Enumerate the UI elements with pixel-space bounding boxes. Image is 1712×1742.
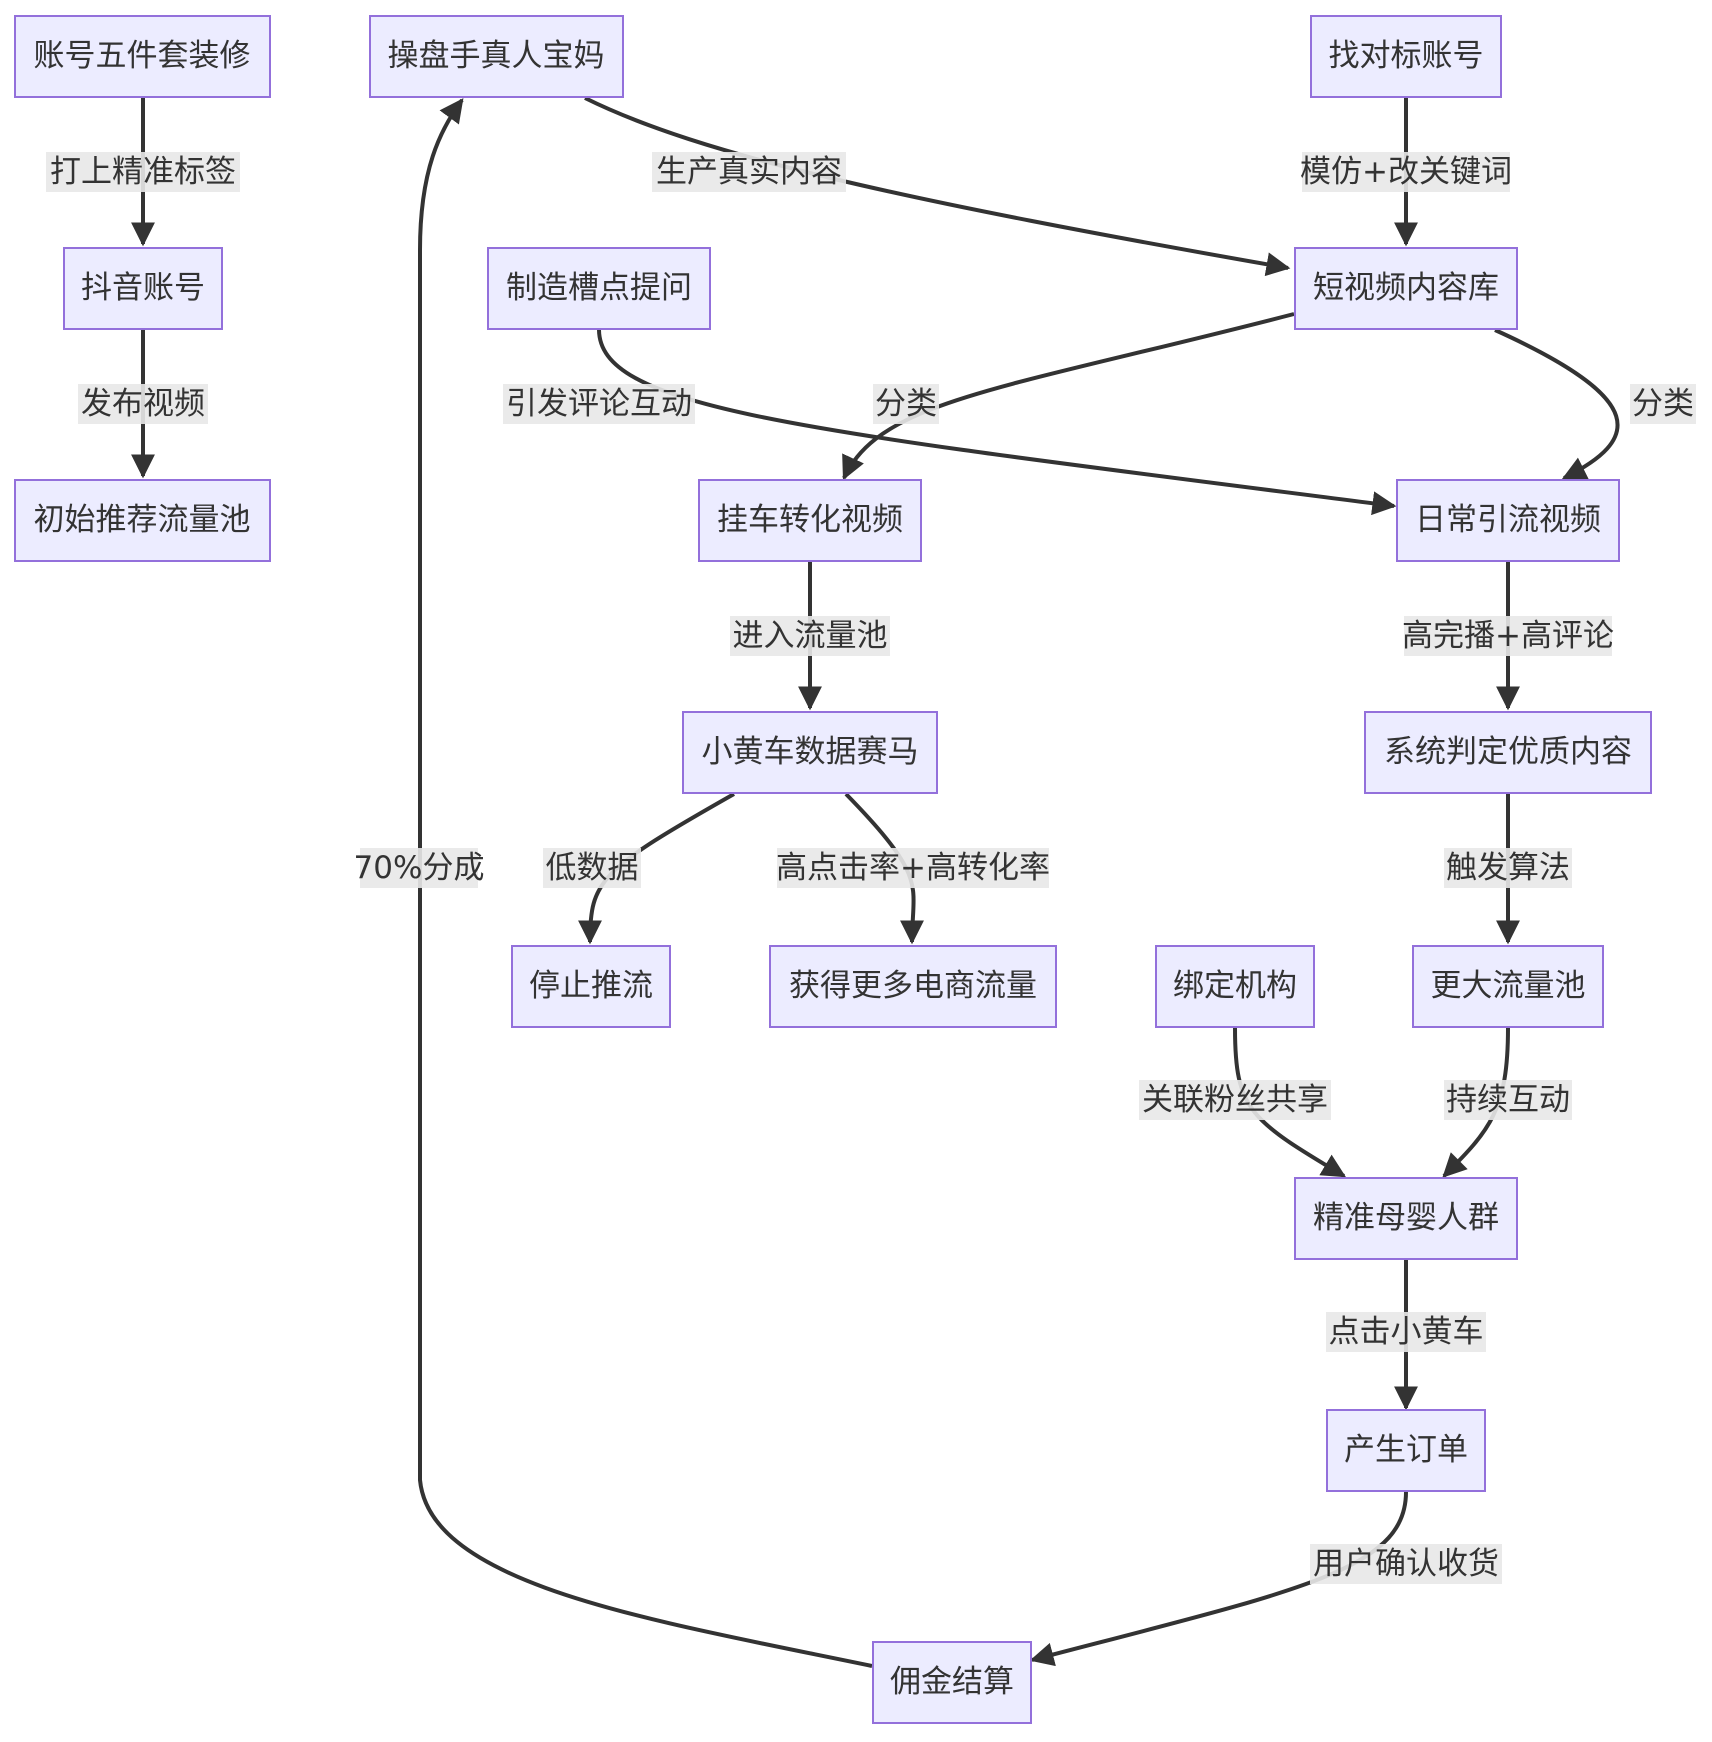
- svg-text:关联粉丝共享: 关联粉丝共享: [1142, 1082, 1328, 1118]
- node-zhaobiao[interactable]: 找对标账号: [1310, 15, 1502, 98]
- svg-text:模仿+改关键词: 模仿+改关键词: [1300, 154, 1512, 190]
- svg-text:初始推荐流量池: 初始推荐流量池: [34, 502, 251, 538]
- svg-text:系统判定优质内容: 系统判定优质内容: [1384, 734, 1632, 770]
- node-yongjin[interactable]: 佣金结算: [872, 1641, 1032, 1724]
- edge-kuku-guache: [842, 312, 1295, 481]
- svg-text:触发算法: 触发算法: [1446, 850, 1570, 886]
- svg-text:小黄车数据赛马: 小黄车数据赛马: [702, 734, 919, 770]
- node-tingzhi[interactable]: 停止推流: [511, 945, 671, 1028]
- edge-label-e2: 发布视频: [78, 384, 208, 424]
- svg-text:制造槽点提问: 制造槽点提问: [506, 270, 692, 306]
- svg-text:持续互动: 持续互动: [1446, 1082, 1570, 1118]
- edge-yongjin-caopan: [418, 98, 873, 1668]
- edge-kuku-richang: [1494, 328, 1620, 480]
- svg-text:日常引流视频: 日常引流视频: [1415, 502, 1601, 538]
- svg-text:抖音账号: 抖音账号: [81, 270, 205, 306]
- node-zhizao[interactable]: 制造槽点提问: [487, 247, 711, 330]
- svg-text:发布视频: 发布视频: [81, 386, 205, 422]
- edge-label-e1: 打上精准标签: [46, 152, 240, 192]
- edge-label-e14: 持续互动: [1444, 1080, 1572, 1120]
- svg-text:打上精准标签: 打上精准标签: [50, 154, 236, 190]
- svg-text:分类: 分类: [875, 386, 937, 422]
- edge-label-e16: 用户确认收货: [1310, 1544, 1502, 1584]
- node-guache[interactable]: 挂车转化视频: [698, 479, 922, 562]
- node-chushi[interactable]: 初始推荐流量池: [14, 479, 271, 562]
- edge-label-e3: 生产真实内容: [652, 152, 846, 192]
- node-douyin[interactable]: 抖音账号: [63, 247, 223, 330]
- edge-label-e12: 触发算法: [1444, 848, 1572, 888]
- node-zhuangxiu[interactable]: 账号五件套装修: [14, 15, 271, 98]
- svg-text:获得更多电商流量: 获得更多电商流量: [789, 968, 1037, 1004]
- svg-text:高点击率+高转化率: 高点击率+高转化率: [776, 850, 1050, 886]
- edge-label-e7: 分类: [1630, 384, 1696, 424]
- svg-text:用户确认收货: 用户确认收货: [1313, 1546, 1499, 1582]
- svg-text:生产真实内容: 生产真实内容: [656, 154, 842, 190]
- node-richang[interactable]: 日常引流视频: [1396, 479, 1620, 562]
- node-dianshang[interactable]: 获得更多电商流量: [769, 945, 1057, 1028]
- svg-text:70%分成: 70%分成: [354, 850, 485, 886]
- svg-text:停止推流: 停止推流: [529, 968, 653, 1004]
- edge-label-e15: 点击小黄车: [1326, 1312, 1486, 1352]
- node-renqun[interactable]: 精准母婴人群: [1294, 1177, 1518, 1260]
- edge-label-e13: 关联粉丝共享: [1139, 1080, 1331, 1120]
- svg-text:精准母婴人群: 精准母婴人群: [1313, 1200, 1499, 1236]
- edge-label-e11: 高点击率+高转化率: [776, 848, 1050, 888]
- svg-text:产生订单: 产生订单: [1344, 1432, 1468, 1468]
- svg-text:进入流量池: 进入流量池: [733, 618, 888, 654]
- svg-text:高完播+高评论: 高完播+高评论: [1402, 618, 1614, 654]
- node-dingdan[interactable]: 产生订单: [1326, 1409, 1486, 1492]
- node-gengda[interactable]: 更大流量池: [1412, 945, 1604, 1028]
- svg-text:引发评论互动: 引发评论互动: [506, 386, 692, 422]
- edge-label-e9: 高完播+高评论: [1402, 616, 1614, 656]
- edge-label-e4: 模仿+改关键词: [1300, 152, 1512, 192]
- svg-text:找对标账号: 找对标账号: [1329, 38, 1484, 74]
- svg-text:操盘手真人宝妈: 操盘手真人宝妈: [388, 38, 605, 74]
- svg-text:账号五件套装修: 账号五件套装修: [34, 38, 251, 74]
- svg-text:短视频内容库: 短视频内容库: [1313, 270, 1499, 306]
- svg-text:更大流量池: 更大流量池: [1431, 968, 1586, 1004]
- svg-text:佣金结算: 佣金结算: [890, 1664, 1014, 1700]
- svg-text:绑定机构: 绑定机构: [1173, 968, 1297, 1004]
- svg-text:低数据: 低数据: [546, 850, 639, 886]
- edge-label-e17: 70%分成: [354, 848, 485, 888]
- edge-label-e8: 进入流量池: [730, 616, 890, 656]
- node-kuku[interactable]: 短视频内容库: [1294, 247, 1518, 330]
- node-youzhi[interactable]: 系统判定优质内容: [1364, 711, 1652, 794]
- node-saima[interactable]: 小黄车数据赛马: [682, 711, 938, 794]
- svg-text:点击小黄车: 点击小黄车: [1329, 1314, 1484, 1350]
- node-bangding[interactable]: 绑定机构: [1155, 945, 1315, 1028]
- edge-label-e10: 低数据: [543, 848, 641, 888]
- svg-text:分类: 分类: [1632, 386, 1694, 422]
- svg-text:挂车转化视频: 挂车转化视频: [717, 502, 903, 538]
- edge-label-e6: 分类: [873, 384, 939, 424]
- edge-zhizao-richang: [597, 329, 1397, 516]
- node-caopan[interactable]: 操盘手真人宝妈: [369, 15, 624, 98]
- edge-label-e5: 引发评论互动: [503, 384, 695, 424]
